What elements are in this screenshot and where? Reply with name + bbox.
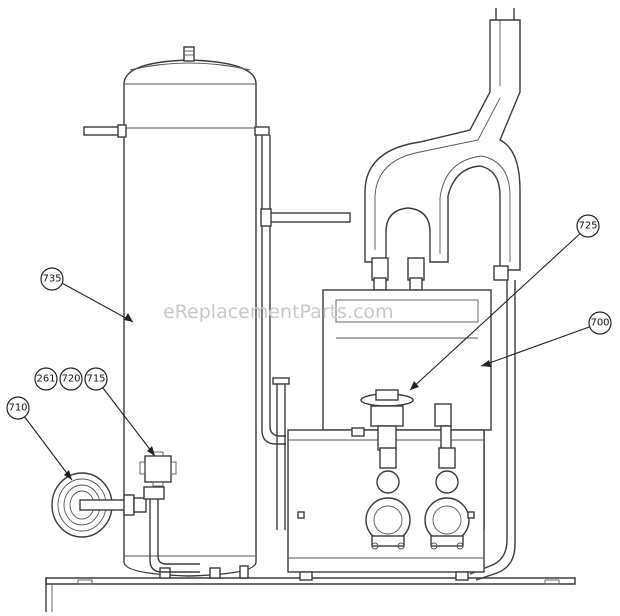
callout-715[interactable]: 715 <box>84 367 108 391</box>
suction-discharge-loops <box>364 8 521 291</box>
callout-261-label: 261 <box>36 374 55 385</box>
pressure-switch <box>51 472 200 573</box>
callout-725-label: 725 <box>578 221 597 232</box>
callout-725[interactable]: 725 <box>576 214 600 238</box>
callout-261[interactable]: 261 <box>34 367 58 391</box>
arrow-725 <box>410 381 419 390</box>
callout-720[interactable]: 720 <box>59 367 83 391</box>
callout-715-label: 715 <box>86 374 105 385</box>
callout-710-label: 710 <box>8 403 27 414</box>
callout-700[interactable]: 700 <box>588 311 612 335</box>
arrow-710 <box>64 470 72 480</box>
accumulator-tank <box>83 46 351 579</box>
base-rail <box>45 577 576 612</box>
watermark-text: eReplacementParts.com <box>163 301 394 323</box>
leader-735 <box>59 281 134 323</box>
leader-715 <box>102 387 156 457</box>
callout-700-label: 700 <box>590 318 609 329</box>
sight-glass-fitting <box>139 451 177 487</box>
arrow-735 <box>124 313 133 322</box>
callout-710[interactable]: 710 <box>6 396 30 420</box>
arrow-700 <box>481 360 491 367</box>
arrow-715 <box>147 446 155 456</box>
leader-710 <box>23 415 73 481</box>
leader-725 <box>409 229 585 391</box>
callout-735[interactable]: 735 <box>40 267 64 291</box>
leader-lines <box>23 229 593 481</box>
leader-700 <box>480 325 593 367</box>
compressor-body <box>287 289 492 581</box>
callout-735-label: 735 <box>42 274 61 285</box>
callout-720-label: 720 <box>61 374 80 385</box>
